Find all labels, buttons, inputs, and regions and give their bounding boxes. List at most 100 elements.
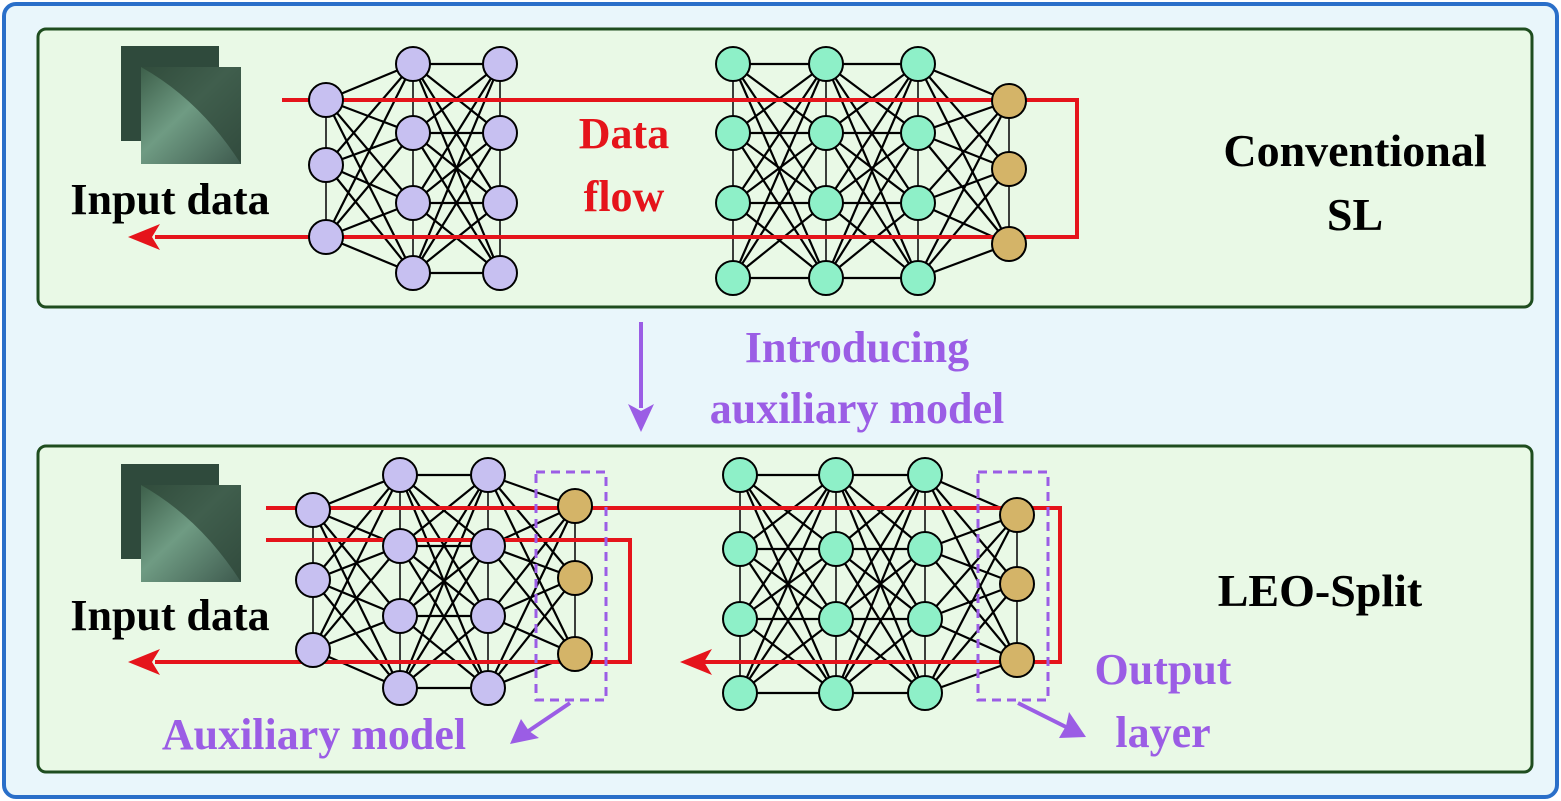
connection bbox=[325, 63, 414, 166]
connection bbox=[739, 548, 837, 694]
connection bbox=[732, 202, 827, 279]
connection bbox=[835, 548, 926, 694]
network-nodes bbox=[295, 46, 1035, 711]
neuron-node bbox=[900, 115, 936, 151]
auxiliary-model-label: Auxiliary model bbox=[162, 710, 466, 759]
bottom-client-network bbox=[295, 457, 593, 706]
arrow-icon bbox=[510, 719, 539, 744]
bottom-server-flow-path bbox=[266, 506, 1062, 664]
connection bbox=[825, 202, 919, 279]
arrow-icon bbox=[128, 224, 160, 250]
connection bbox=[739, 618, 837, 694]
neuron-node bbox=[808, 260, 844, 296]
neuron-node bbox=[818, 675, 854, 711]
arrow-icon bbox=[1017, 701, 1067, 729]
connection bbox=[487, 505, 576, 689]
conventional-sl-title-line2: SL bbox=[1327, 189, 1383, 240]
neuron-node bbox=[295, 562, 331, 598]
neuron-node bbox=[900, 46, 936, 82]
neuron-node bbox=[715, 115, 751, 151]
data-flow-label-line2: flow bbox=[584, 172, 665, 221]
neuron-node bbox=[818, 601, 854, 637]
arrow-icon bbox=[628, 404, 654, 432]
bottom-auxiliary-flow-path bbox=[155, 538, 632, 664]
top-input-label: Input data bbox=[70, 175, 269, 224]
auxiliary-model-box bbox=[534, 470, 608, 702]
connection bbox=[399, 474, 489, 617]
neuron-node bbox=[308, 219, 344, 255]
neuron-node bbox=[295, 632, 331, 668]
neuron-node bbox=[808, 115, 844, 151]
connection bbox=[399, 474, 489, 547]
connection bbox=[487, 505, 576, 617]
neuron-node bbox=[900, 185, 936, 221]
neuron-node bbox=[722, 601, 758, 637]
arrow-icon bbox=[128, 649, 160, 675]
conventional-sl-title-line1: Conventional bbox=[1223, 125, 1486, 176]
neuron-node bbox=[715, 260, 751, 296]
neuron-node bbox=[557, 636, 593, 672]
connection bbox=[312, 474, 401, 651]
neuron-node bbox=[818, 531, 854, 567]
connection bbox=[739, 474, 837, 550]
neuron-node bbox=[482, 255, 518, 291]
neuron-node bbox=[308, 147, 344, 183]
connection bbox=[412, 63, 501, 204]
neuron-node bbox=[470, 598, 506, 634]
data-flow-lines bbox=[128, 98, 1079, 675]
neuron-node bbox=[295, 492, 331, 528]
satellite-image-icon bbox=[121, 464, 241, 582]
top-data-flow-path bbox=[155, 98, 1079, 239]
satellite-image-icon bbox=[121, 46, 241, 164]
connection bbox=[924, 514, 1018, 620]
neuron-node bbox=[999, 566, 1035, 602]
purple-arrows bbox=[510, 322, 1086, 744]
neuron-node bbox=[808, 185, 844, 221]
connection bbox=[732, 132, 827, 204]
output-layer-box bbox=[976, 470, 1050, 702]
neuron-node bbox=[808, 46, 844, 82]
neuron-node bbox=[395, 46, 431, 82]
arrow-icon bbox=[680, 649, 712, 675]
neuron-node bbox=[557, 488, 593, 524]
connection bbox=[825, 63, 919, 204]
neuron-node bbox=[470, 670, 506, 706]
arrow-icon bbox=[1059, 712, 1086, 738]
neuron-node bbox=[482, 46, 518, 82]
connection bbox=[732, 132, 827, 279]
neuron-node bbox=[395, 185, 431, 221]
neuron-node bbox=[308, 82, 344, 118]
connection bbox=[825, 132, 919, 204]
bottom-input-label: Input data bbox=[70, 591, 269, 640]
connection bbox=[312, 474, 401, 581]
neuron-node bbox=[382, 457, 418, 493]
neuron-node bbox=[907, 457, 943, 493]
connection bbox=[917, 100, 1010, 279]
neuron-node bbox=[907, 675, 943, 711]
connection bbox=[325, 63, 414, 238]
neuron-node bbox=[382, 598, 418, 634]
neuron-node bbox=[991, 226, 1027, 262]
neuron-node bbox=[482, 115, 518, 151]
connection bbox=[399, 545, 489, 689]
output-layer-label-line2: layer bbox=[1115, 708, 1210, 757]
introducing-label-line2: auxiliary model bbox=[710, 384, 1005, 433]
neuron-node bbox=[722, 457, 758, 493]
connection bbox=[487, 474, 576, 655]
neuron-node bbox=[470, 457, 506, 493]
connection bbox=[835, 474, 926, 550]
data-flow-label-line1: Data bbox=[579, 109, 669, 158]
neuron-node bbox=[722, 531, 758, 567]
neuron-node bbox=[999, 497, 1035, 533]
introducing-label-line1: Introducing bbox=[745, 323, 969, 372]
connection bbox=[312, 545, 401, 651]
bottom-server-network bbox=[722, 457, 1035, 711]
connection bbox=[924, 583, 1018, 694]
neuron-node bbox=[722, 675, 758, 711]
neuron-node bbox=[395, 255, 431, 291]
neuron-node bbox=[482, 185, 518, 221]
neuron-node bbox=[999, 642, 1035, 678]
neuron-node bbox=[382, 528, 418, 564]
neuron-node bbox=[382, 670, 418, 706]
connection bbox=[834, 474, 927, 694]
